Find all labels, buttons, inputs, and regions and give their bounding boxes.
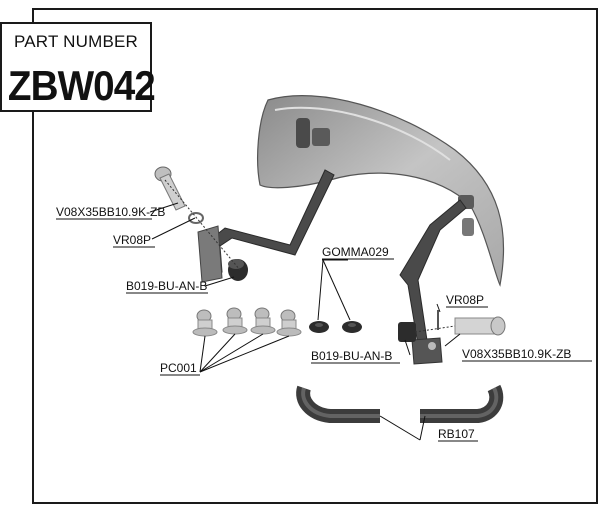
mount-bracket-upper: [312, 128, 330, 146]
label-washer-right: VR08P: [446, 293, 484, 307]
label-underlines: [56, 218, 592, 442]
bolt-right: [454, 316, 506, 336]
label-plugs: PC001: [160, 361, 197, 375]
plug-4: [276, 309, 302, 337]
plug-2: [222, 307, 248, 335]
label-bolt-left: V08X35BB10.9K-ZB: [56, 205, 165, 219]
plug-1: [192, 309, 218, 337]
assembly-axes: [164, 179, 456, 333]
label-rubber: GOMMA029: [322, 245, 389, 259]
spacer-left: [228, 259, 248, 281]
washer-left: [188, 212, 204, 224]
label-washer-left: VR08P: [113, 233, 151, 247]
tube-right: [420, 384, 504, 423]
part-number-box: PART NUMBER ZBW042: [0, 22, 156, 112]
label-spacer-left: B019-BU-AN-B: [126, 279, 207, 293]
mount-knob-upper: [296, 118, 310, 148]
tube-left: [296, 385, 380, 423]
label-bolt-right: V08X35BB10.9K-ZB: [462, 347, 571, 361]
part-number-title: PART NUMBER: [13, 32, 139, 51]
label-tubes: RB107: [438, 427, 475, 441]
plug-3: [250, 307, 276, 335]
bolt-left: [154, 166, 186, 211]
spacer-right: [398, 322, 416, 342]
diagram-frame: [32, 8, 598, 504]
label-spacer-right: B019-BU-AN-B: [311, 349, 392, 363]
right-bracket: [399, 199, 467, 365]
part-number-code: ZBW042: [7, 62, 156, 109]
mount-knob-lower: [462, 218, 474, 236]
left-bracket: [197, 169, 335, 283]
leader-lines: [149, 202, 461, 441]
